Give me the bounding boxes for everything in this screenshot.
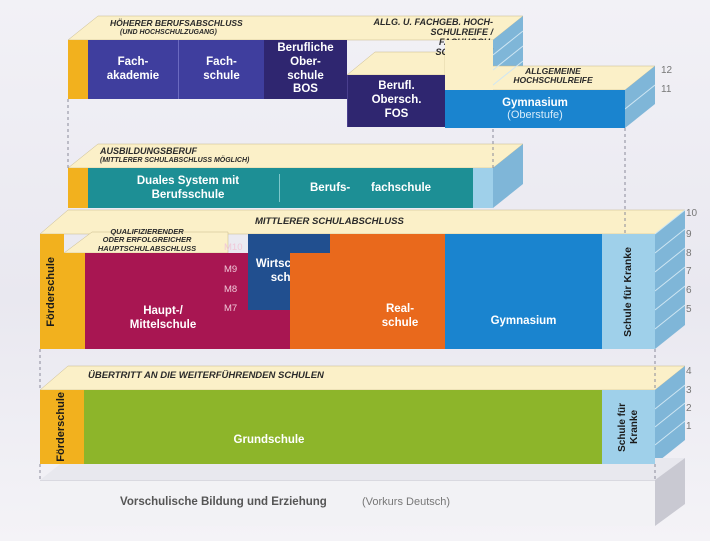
- uebertritt-label: ÜBERTRITT AN DIE WEITERFÜHRENDEN SCHULEN: [88, 370, 324, 381]
- berufsfachschule-label-b: fachschule: [371, 182, 432, 194]
- foerderschule-mid-label: Förderschule: [45, 256, 58, 327]
- grade-m10: M10: [224, 242, 243, 253]
- grundschule-label: Grundschule: [233, 434, 305, 446]
- grundschule-block: Grundschule: [84, 390, 602, 464]
- ausbildung-yellow-strip: [68, 168, 88, 208]
- mittlerer-label: MITTLERER SCHULABSCHLUSS: [255, 216, 404, 227]
- schule-fuer-kranke-grund-label: Schule für Kranke: [616, 402, 640, 452]
- hoeher-sub: (UND HOCHSCHULZUGANG): [120, 29, 217, 36]
- fachschule-block: Fach- schule: [178, 40, 264, 99]
- grade-m8: M8: [224, 284, 238, 295]
- realschule-top-fill: [330, 234, 445, 253]
- grade-7: 7: [686, 266, 692, 277]
- grade-8: 8: [686, 248, 692, 259]
- gymnasium-oberstufe-block: Gymnasium (Oberstufe): [445, 90, 625, 128]
- grade-m7: M7: [224, 303, 238, 314]
- grade-11: 11: [661, 84, 672, 95]
- grade-6: 6: [686, 285, 692, 296]
- foerderschule-mid-block: Förderschule: [40, 234, 64, 349]
- fachakademie-block: Fach- akademie: [88, 40, 178, 99]
- grade-9: 9: [686, 229, 692, 240]
- ausbildung-side: [493, 144, 523, 208]
- haupt-mittelschule-label: Haupt-/ Mittelschule: [129, 305, 197, 331]
- vorschule-sub: (Vorkurs Deutsch): [362, 496, 451, 508]
- ausbildung-block: Duales System mit Berufsschule Berufs- f…: [88, 168, 473, 208]
- realschule-label: Real- schule: [381, 303, 419, 329]
- ausbildung-light-blue-strip: [473, 168, 493, 208]
- allgemeine-hochschulreife-label: ALLGEMEINE HOCHSCHULREIFE: [513, 66, 593, 86]
- grade-5: 5: [686, 304, 692, 315]
- realschule-block: Real- schule: [290, 253, 445, 349]
- vorschule-side: [655, 458, 685, 526]
- bos-block: Berufliche Ober- schule BOS: [264, 40, 347, 99]
- qualifizierender-label: QUALIFIZIERENDER ODER ERFOLGREICHER HAUP…: [97, 227, 197, 253]
- mid-yellow-fill: [64, 253, 88, 349]
- ausbildung-sub: (MITTLERER SCHULABSCHLUSS MÖGLICH): [100, 157, 250, 164]
- gymnasium-oberstufe-title: Gymnasium: [502, 97, 568, 109]
- grade-12: 12: [661, 65, 673, 76]
- top-cream-fill: [445, 40, 493, 90]
- vorschule-label: Vorschulische Bildung und Erziehung: [120, 496, 327, 508]
- gymnasium-label: Gymnasium: [490, 315, 557, 327]
- grade-3: 3: [686, 385, 692, 396]
- grade-m9: M9: [224, 264, 238, 275]
- berufsfachschule-label-a: Berufs-: [310, 182, 351, 194]
- gymnasium-block: Gymnasium: [445, 234, 602, 349]
- grade-2: 2: [686, 403, 692, 414]
- fos-block: Berufl. Obersch. FOS: [347, 75, 445, 127]
- schule-fuer-kranke-grund-block: Schule für Kranke: [602, 390, 655, 464]
- grade-4: 4: [686, 366, 692, 377]
- ausbildung-title: AUSBILDUNGSBERUF: [100, 146, 198, 156]
- schule-fuer-kranke-mid-label: Schule für Kranke: [622, 246, 635, 337]
- gymnasium-oberstufe-sub: (Oberstufe): [507, 109, 563, 121]
- hoeher-title: HÖHERER BERUFSABSCHLUSS: [110, 18, 243, 28]
- ausbildung-divider: [279, 174, 280, 202]
- foerderschule-grund-block: Förderschule: [40, 390, 84, 464]
- grade-1: 1: [686, 421, 692, 432]
- vorschule-block: Vorschulische Bildung und Erziehung (Vor…: [40, 480, 655, 526]
- grade-10: 10: [686, 208, 698, 219]
- schule-fuer-kranke-mid-block: Schule für Kranke: [602, 234, 655, 349]
- top-yellow-strip: [68, 40, 88, 99]
- foerderschule-grund-label: Förderschule: [55, 392, 68, 462]
- duales-system-label: Duales System mit Berufsschule: [136, 175, 240, 201]
